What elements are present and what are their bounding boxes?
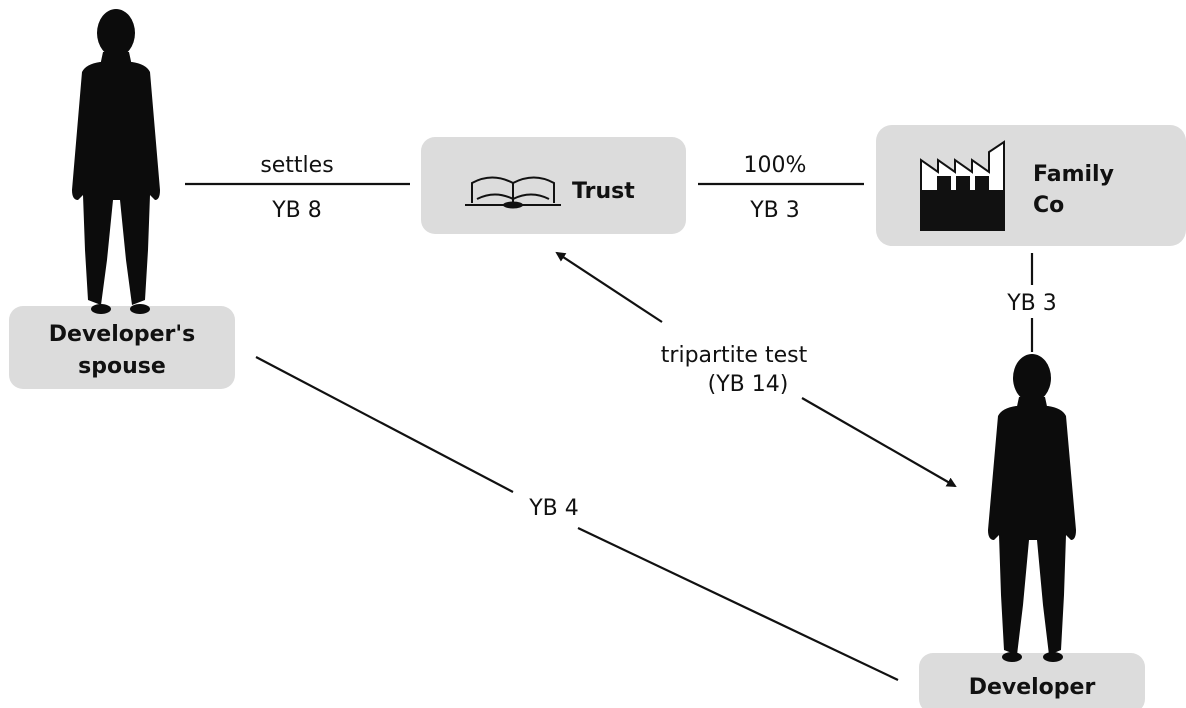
spouse-label-line2: spouse bbox=[78, 354, 166, 379]
edge-label-yb4: YB 4 bbox=[528, 496, 579, 521]
arrow-to-developer bbox=[801, 397, 957, 487]
edge-label-yb3-co-developer: YB 3 bbox=[1006, 291, 1057, 316]
trust-label: Trust bbox=[572, 179, 635, 204]
factory-icon bbox=[920, 140, 1005, 231]
family-co-label-line1: Family bbox=[1033, 162, 1114, 187]
edge-spouse-developer-lower bbox=[577, 527, 899, 681]
arrow-to-trust bbox=[555, 251, 663, 323]
person-silhouette-icon bbox=[72, 9, 160, 314]
developer-node: Developer bbox=[919, 354, 1145, 708]
spouse-node: Developer's spouse bbox=[9, 9, 235, 389]
family-co-label-line2: Co bbox=[1033, 193, 1064, 218]
family-co-node: Family Co bbox=[876, 125, 1186, 246]
edge-label-100-percent: 100% bbox=[744, 153, 807, 178]
edge-label-yb8: YB 8 bbox=[271, 198, 322, 223]
trust-node: Trust bbox=[421, 137, 686, 234]
spouse-label-line1: Developer's bbox=[49, 322, 195, 347]
edge-label-yb3-trust-co: YB 3 bbox=[749, 198, 800, 223]
person-silhouette-icon bbox=[988, 354, 1076, 662]
edge-spouse-developer-upper bbox=[255, 356, 514, 493]
edge-label-settles: settles bbox=[260, 153, 333, 178]
edge-label-tripartite-test: tripartite test bbox=[661, 343, 808, 368]
developer-label: Developer bbox=[969, 675, 1096, 700]
edge-label-yb14: (YB 14) bbox=[708, 372, 789, 397]
book-bookmark bbox=[503, 201, 523, 209]
